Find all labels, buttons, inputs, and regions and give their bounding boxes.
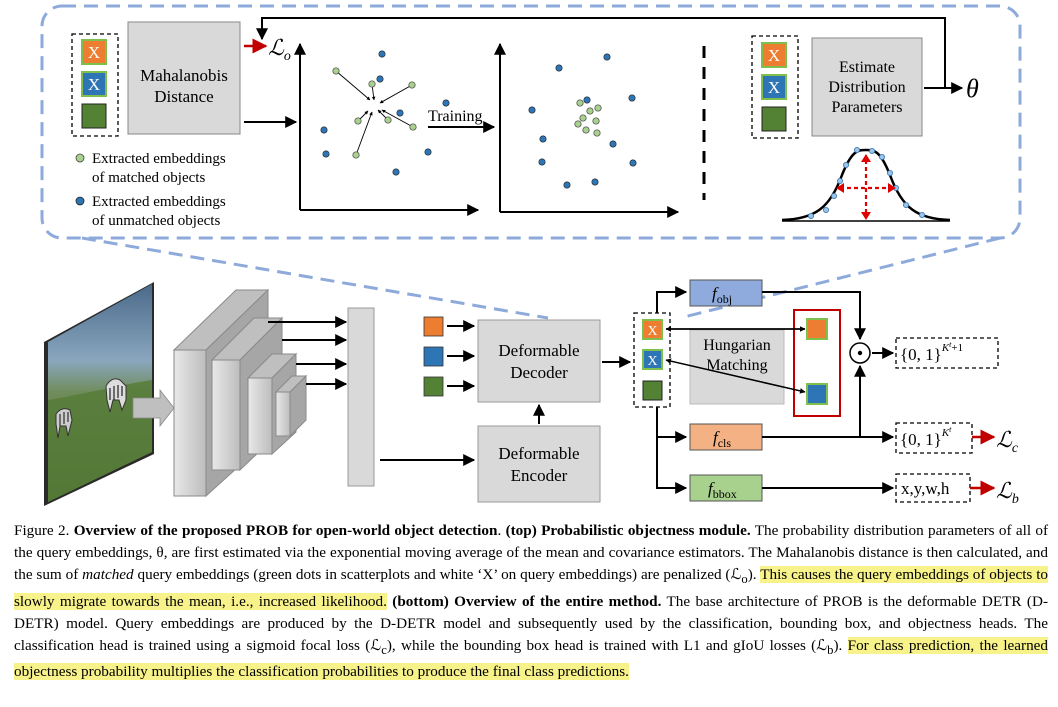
gt-orange <box>806 318 828 340</box>
deformable-decoder-box <box>477 319 601 403</box>
query-x-orange-left: X <box>81 39 107 65</box>
figure-caption: Figure 2. Overview of the proposed PROB … <box>14 522 1049 681</box>
output-obj: {0, 1}Kt+1 <box>900 340 963 364</box>
output-query-green <box>642 380 663 401</box>
loss-o: ℒo <box>268 35 291 64</box>
queries-to-heads-line <box>656 286 688 313</box>
scatterplot-before-training <box>294 42 480 216</box>
caption-top-head: (top) Probabilistic objectness module. <box>505 522 751 539</box>
caption-s3-mid: ), while the bounding box head is traine… <box>386 637 828 655</box>
caption-s2-tail: ). <box>747 566 757 584</box>
caption-bottom-head: (bottom) Overview of the entire method. <box>392 592 662 610</box>
legend-matched-1: Extracted embeddings <box>92 151 226 167</box>
query-green-left <box>81 103 107 129</box>
query-embeddings-group-left <box>71 33 119 137</box>
hungarian-matching-box <box>689 329 785 405</box>
output-cls: {0, 1}Kt <box>900 425 952 449</box>
loss-b: ℒb <box>996 478 1019 507</box>
svg-text:X: X <box>88 75 100 94</box>
decoder-label-1: Deformable <box>498 341 579 360</box>
svg-text:X: X <box>88 43 100 62</box>
f-obj-label: fobj <box>712 284 732 306</box>
ground-truth-box <box>793 309 841 417</box>
legend-unmatched-2: of unmatched objects <box>92 213 220 229</box>
f-bbox-label: fbbox <box>708 479 737 501</box>
decoder-label-2: Decoder <box>510 363 568 382</box>
query-x-blue-right: X <box>761 74 787 100</box>
gaussian-distribution <box>781 146 951 222</box>
deformable-encoder-box <box>477 425 601 503</box>
legend-matched-dot <box>75 153 85 163</box>
theta-label: θ <box>966 74 979 103</box>
legend-unmatched-dot <box>75 196 85 206</box>
feature-stack <box>347 307 375 487</box>
query-embeddings-group-right <box>751 35 799 139</box>
estimate-distribution-box <box>811 37 923 137</box>
figure-diagram: X X Mahalanobis Distance ℒo Extracted em… <box>40 4 1022 507</box>
output-query-x-orange: X <box>642 319 663 340</box>
caption-matched: matched <box>82 566 134 584</box>
caption-title: Overview of the proposed PROB for open-w… <box>73 522 498 539</box>
caption-s3: The base architecture of PROB is the def… <box>14 592 1048 655</box>
scatterplot-after-training <box>494 42 680 218</box>
encoder-label-1: Deformable <box>498 444 579 463</box>
svg-text:X: X <box>647 354 657 369</box>
query-x-orange-right: X <box>761 42 787 68</box>
f-cls-label: fcls <box>713 428 731 450</box>
backbone-cnn <box>172 288 308 498</box>
estimate-label-2: Distribution <box>828 79 905 96</box>
estimate-label-1: Estimate <box>839 59 895 76</box>
caption-s3-sub2: b <box>827 643 834 658</box>
f-bbox-head <box>689 474 763 502</box>
f-obj-head <box>689 279 763 307</box>
top-panel-frame <box>40 4 1022 240</box>
match-arrow-blue-rev <box>665 358 806 393</box>
svg-text:X: X <box>768 46 780 65</box>
caption-s2-sub: o <box>741 572 748 587</box>
query-x-blue-left: X <box>81 71 107 97</box>
svg-text:X: X <box>647 324 657 339</box>
queries-to-cls-line <box>656 407 688 494</box>
fobj-to-odot-line <box>762 291 866 341</box>
mahalanobis-distance-box <box>127 21 241 135</box>
output-query-group <box>633 312 671 408</box>
output-query-x-blue: X <box>642 349 663 370</box>
caption-s3-tail: ). <box>833 637 843 655</box>
caption-s2: query embeddings (green dots in scatterp… <box>137 566 742 584</box>
query-input-green <box>423 376 444 397</box>
feedback-loop-arrow <box>256 17 946 88</box>
legend-unmatched-1: Extracted embeddings <box>92 194 226 210</box>
caption-s3-sub: c <box>381 643 387 658</box>
caption-label: Figure 2. <box>14 522 70 539</box>
image-to-backbone-arrow <box>132 388 175 428</box>
training-label: Training <box>428 108 483 125</box>
hungarian-label-1: Hungarian <box>703 337 771 354</box>
query-green-right <box>761 106 787 132</box>
query-input-blue <box>423 346 444 367</box>
funnel-line-left <box>81 236 549 320</box>
query-input-orange <box>423 316 444 337</box>
output-bbox: x,y,w,h <box>901 479 950 498</box>
hungarian-label-2: Matching <box>706 357 767 374</box>
legend-matched-2: of matched objects <box>92 170 205 186</box>
output-obj-box <box>895 337 999 369</box>
mahalanobis-label-2: Distance <box>154 87 213 106</box>
input-image-zebras <box>44 282 154 506</box>
loss-c: ℒc <box>996 427 1019 456</box>
caption-s1: The probability distribution parameters … <box>14 522 1049 584</box>
svg-text:X: X <box>768 78 780 97</box>
mahalanobis-label-1: Mahalanobis <box>140 66 228 85</box>
estimate-label-3: Parameters <box>831 99 902 116</box>
gt-blue <box>806 383 828 405</box>
encoder-label-2: Encoder <box>511 466 568 485</box>
